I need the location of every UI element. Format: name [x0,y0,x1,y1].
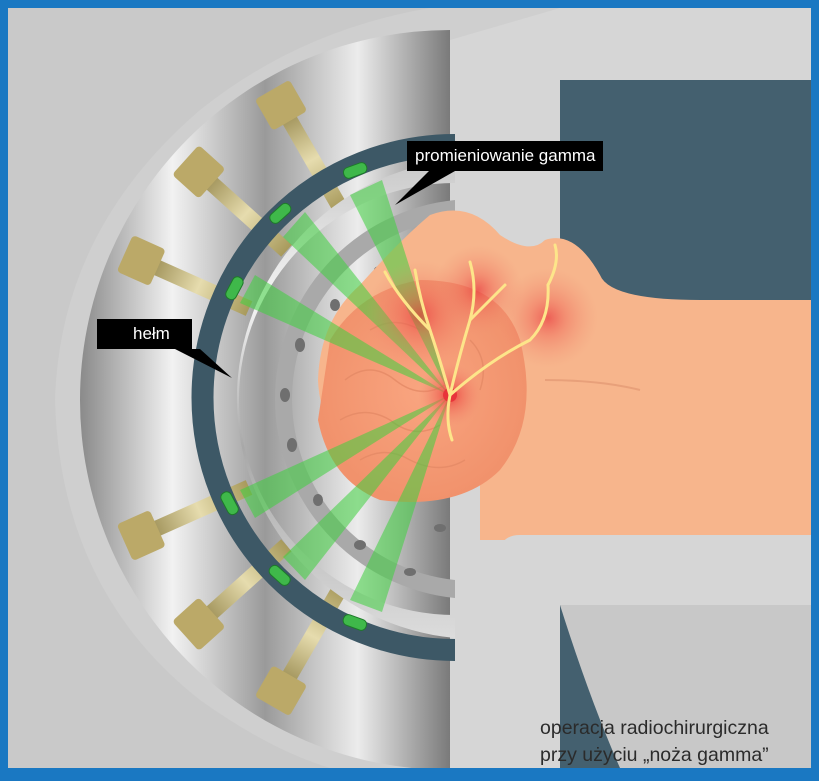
caption-line-2: przy użyciu „noża gamma” [540,742,769,769]
caption-line-1: operacja radiochirurgiczna [540,715,769,742]
treatment-table [498,535,811,605]
gamma-radiation-label: promieniowanie gamma [407,141,603,171]
caption: operacja radiochirurgiczna przy użyciu „… [540,715,769,769]
helmet-label: hełm [97,319,192,349]
